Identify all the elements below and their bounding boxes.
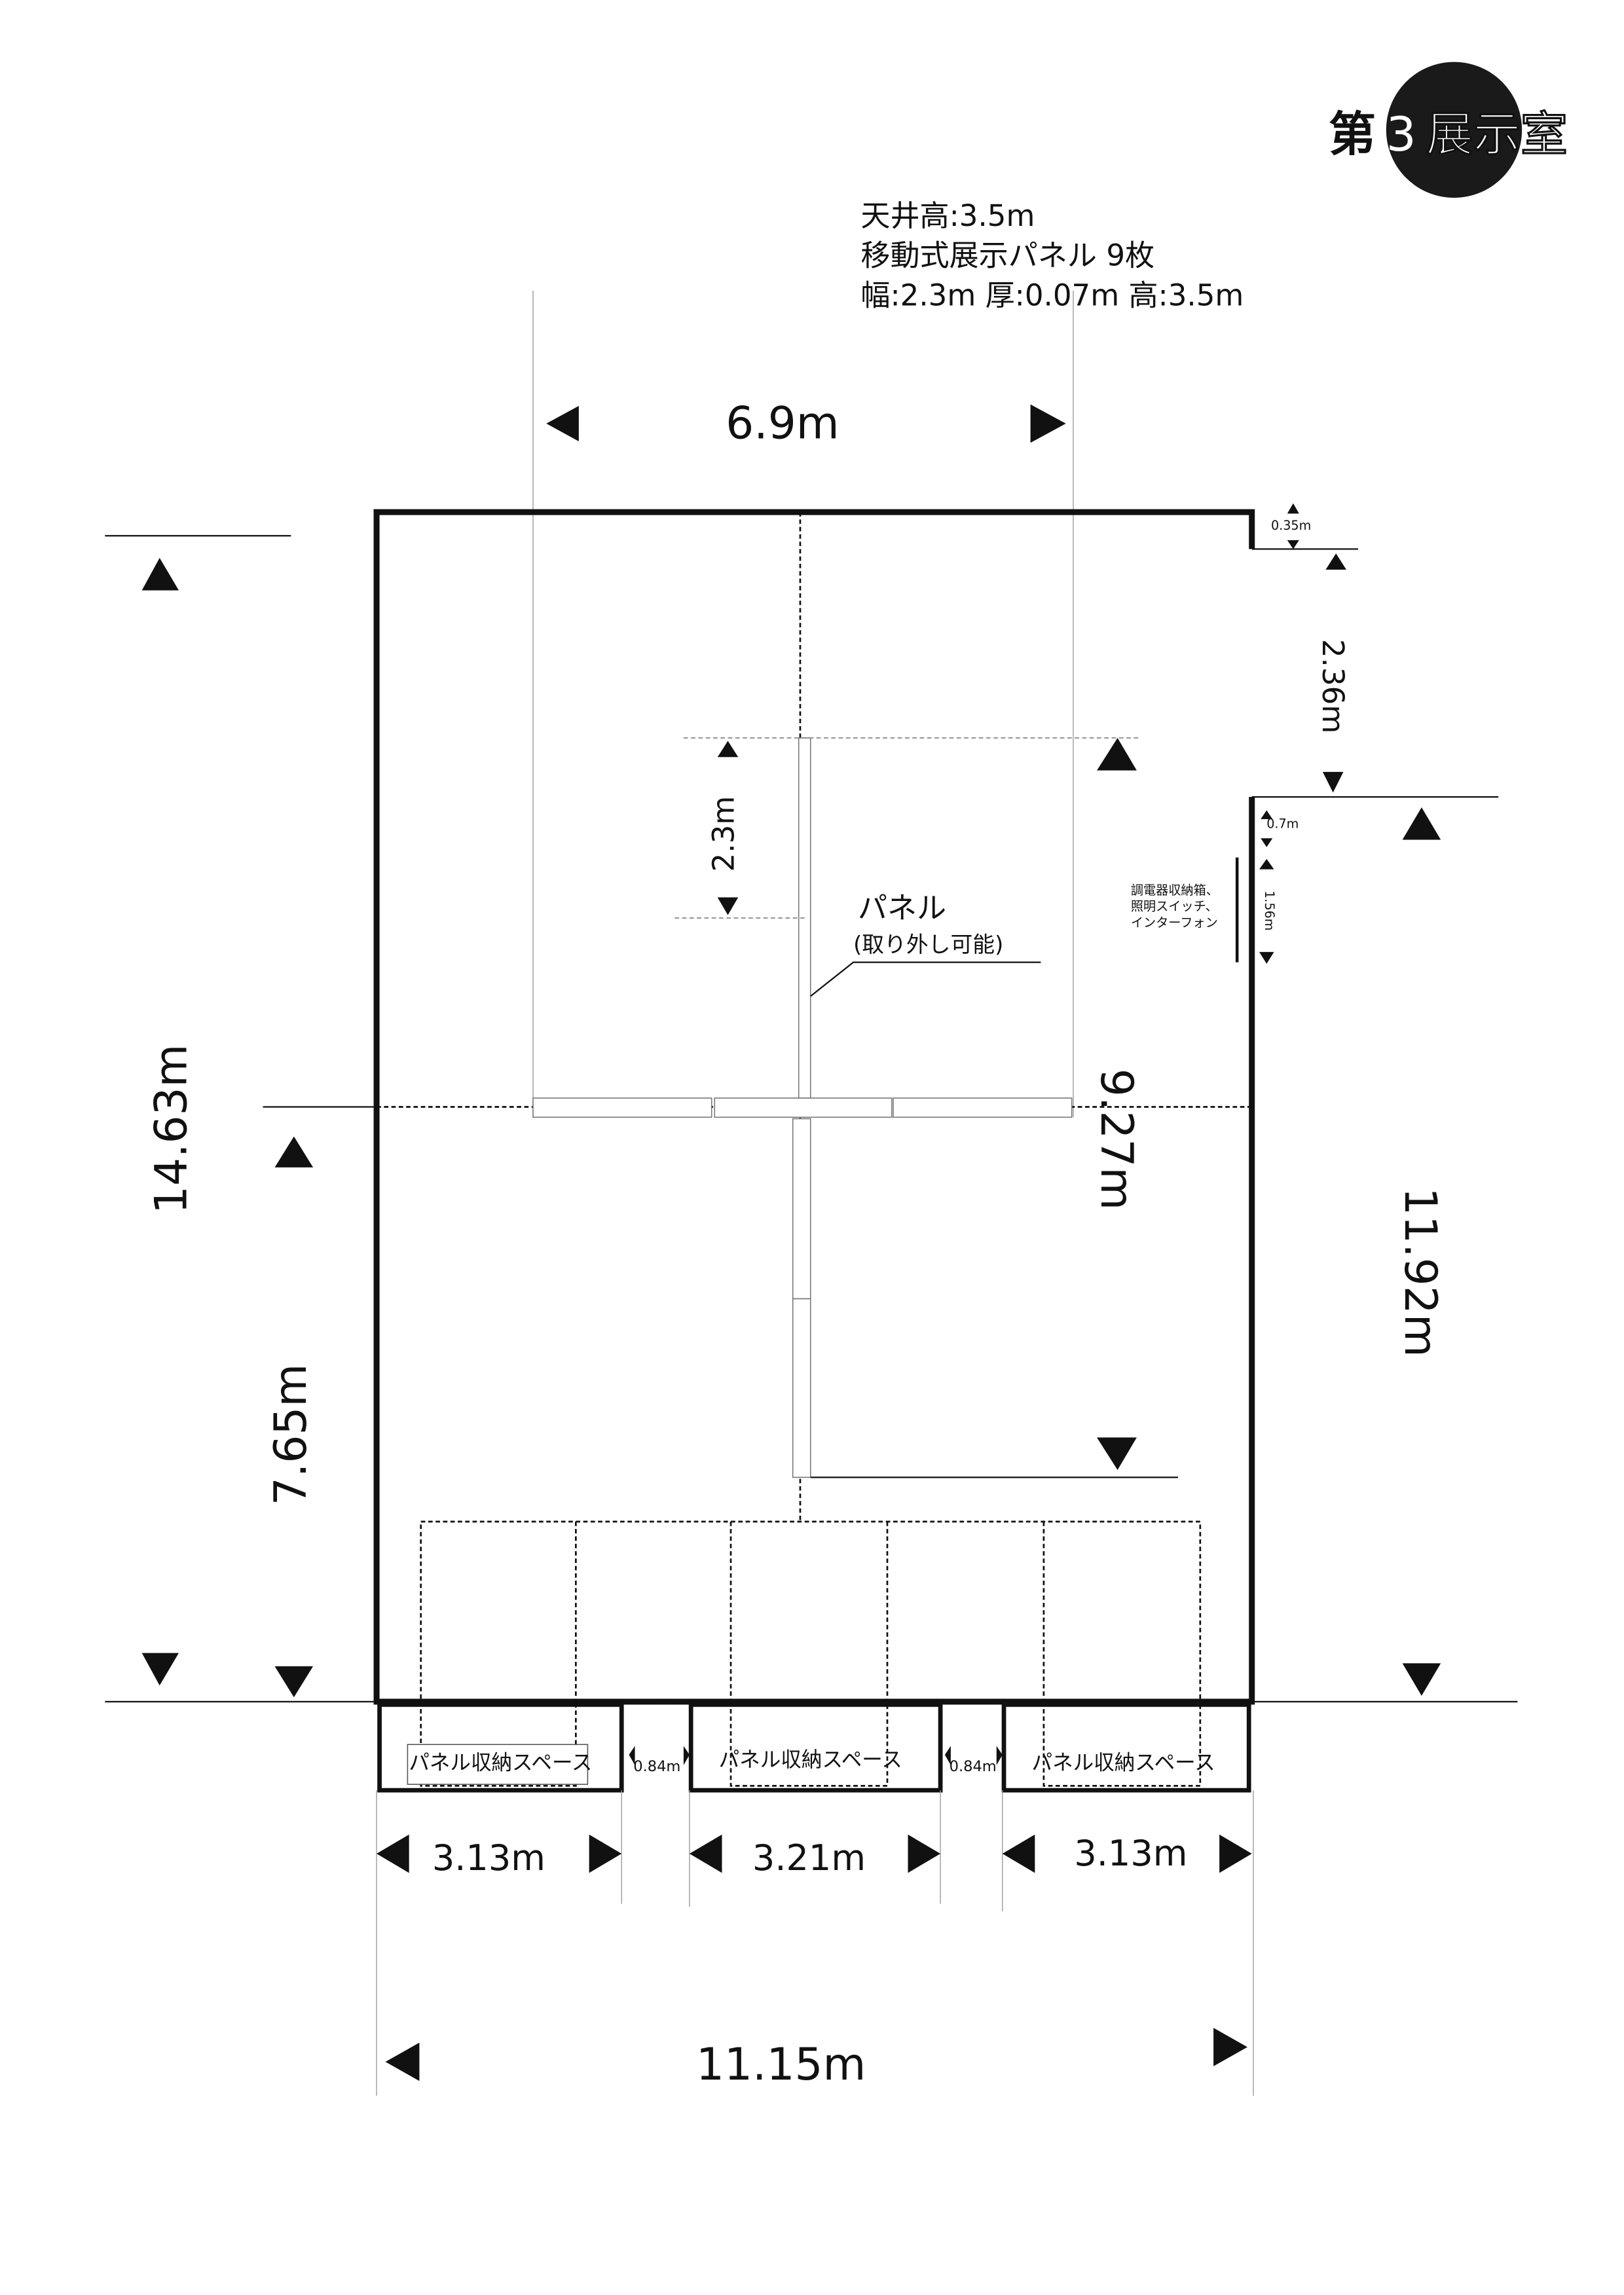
arrow-down-icon bbox=[1287, 540, 1299, 549]
storage-label-1: パネル収納スペース bbox=[409, 1752, 592, 1775]
arrow-up-icon bbox=[274, 1136, 314, 1167]
equipment-label-1: 調電器収納箱、 bbox=[1131, 883, 1219, 898]
panel bbox=[792, 1298, 811, 1478]
equipment-label-2: 照明スイッチ、 bbox=[1131, 899, 1218, 914]
arrow-left-icon bbox=[1002, 1834, 1035, 1873]
dim-notch: 0.35m bbox=[1271, 518, 1311, 533]
dim-panel-span: 9.27m bbox=[1091, 1069, 1143, 1210]
storage-box bbox=[1001, 1702, 1251, 1793]
arrow-right-icon bbox=[1030, 404, 1066, 443]
storage-box bbox=[688, 1702, 943, 1793]
arrow-left-icon bbox=[385, 2042, 420, 2082]
storage-label-2: パネル収納スペース bbox=[719, 1748, 902, 1772]
arrow-left-icon bbox=[546, 405, 579, 441]
panel bbox=[714, 1097, 893, 1118]
arrow-down-icon bbox=[274, 1666, 314, 1698]
arrow-right-icon bbox=[683, 1746, 690, 1765]
arrow-left-icon bbox=[377, 1834, 409, 1873]
dim-door-width: 2.36m bbox=[1316, 639, 1350, 733]
storage-label-3: パネル収納スペース bbox=[1032, 1752, 1215, 1775]
dim-storage-3: 3.13m bbox=[1074, 1833, 1187, 1874]
title-prefix: 第 bbox=[1329, 107, 1376, 162]
ceiling-height: 天井高:3.5m bbox=[860, 198, 1035, 233]
dim-gap-1: 0.84m bbox=[633, 1758, 680, 1775]
arrow-up-icon bbox=[1259, 858, 1274, 870]
arrow-right-icon bbox=[1219, 1834, 1252, 1873]
dim-storage-1: 3.13m bbox=[432, 1837, 545, 1879]
dim-storage-2: 3.21m bbox=[752, 1837, 866, 1879]
dim-right-depth: 11.92m bbox=[1395, 1187, 1447, 1357]
title-number: 3 bbox=[1386, 107, 1416, 162]
arrow-left-icon bbox=[629, 1746, 635, 1765]
panel bbox=[792, 1118, 811, 1300]
dim-top-width: 6.9m bbox=[726, 397, 839, 449]
panel-label: パネル bbox=[858, 890, 946, 925]
arrow-up-icon bbox=[1402, 807, 1441, 840]
equipment-label-3: インターフォン bbox=[1131, 915, 1218, 930]
dim-total-width: 11.15m bbox=[696, 2038, 866, 2090]
arrow-up-icon bbox=[1261, 810, 1273, 819]
arrow-right-icon bbox=[908, 1834, 941, 1873]
arrow-down-icon bbox=[1402, 1663, 1441, 1696]
dim-panel-width: 2.3m bbox=[707, 796, 741, 872]
storage-area bbox=[729, 1701, 889, 1787]
arrow-right-icon bbox=[589, 1834, 622, 1873]
storage-area bbox=[420, 1701, 577, 1787]
dim-lower-depth: 7.65m bbox=[265, 1364, 316, 1505]
panel bbox=[893, 1097, 1073, 1118]
storage-label-frame bbox=[407, 1744, 589, 1785]
dim-gap-2: 0.84m bbox=[950, 1758, 997, 1775]
dim-box-height: 1.56m bbox=[1262, 890, 1277, 930]
arrow-down-icon bbox=[1322, 771, 1344, 793]
arrow-down-icon bbox=[1259, 951, 1274, 964]
arrow-up-icon bbox=[1097, 738, 1137, 771]
panel bbox=[532, 1097, 712, 1118]
dim-total-depth: 14.63m bbox=[145, 1044, 196, 1214]
arrow-down-icon bbox=[141, 1653, 179, 1686]
title-circle bbox=[1386, 62, 1522, 198]
storage-box bbox=[377, 1702, 624, 1793]
arrow-down-icon bbox=[1097, 1437, 1137, 1471]
panel-note: (取り外し可能) bbox=[853, 932, 1003, 957]
panel-size: 幅:2.3m 厚:0.07m 高:3.5m bbox=[860, 278, 1244, 313]
leader-line bbox=[810, 961, 1041, 997]
arrow-up-icon bbox=[1325, 553, 1346, 570]
panel-count: 移動式展示パネル 9枚 bbox=[860, 238, 1154, 273]
arrow-left-icon bbox=[689, 1834, 722, 1873]
arrow-down-icon bbox=[1261, 838, 1273, 847]
dim-offset: 0.7m bbox=[1266, 817, 1299, 832]
storage-area bbox=[420, 1520, 1202, 1703]
arrow-left-icon bbox=[944, 1746, 951, 1765]
arrow-up-icon bbox=[717, 741, 739, 758]
arrow-up-icon bbox=[1287, 503, 1299, 514]
title-suffix: 展示室 bbox=[1426, 107, 1568, 162]
arrow-right-icon bbox=[996, 1746, 1003, 1765]
arrow-right-icon bbox=[1213, 2028, 1247, 2066]
arrow-down-icon bbox=[717, 897, 739, 915]
storage-area bbox=[1043, 1701, 1202, 1787]
arrow-up-icon bbox=[141, 558, 179, 591]
room-title: 第 3 展示室 bbox=[1329, 62, 1568, 198]
